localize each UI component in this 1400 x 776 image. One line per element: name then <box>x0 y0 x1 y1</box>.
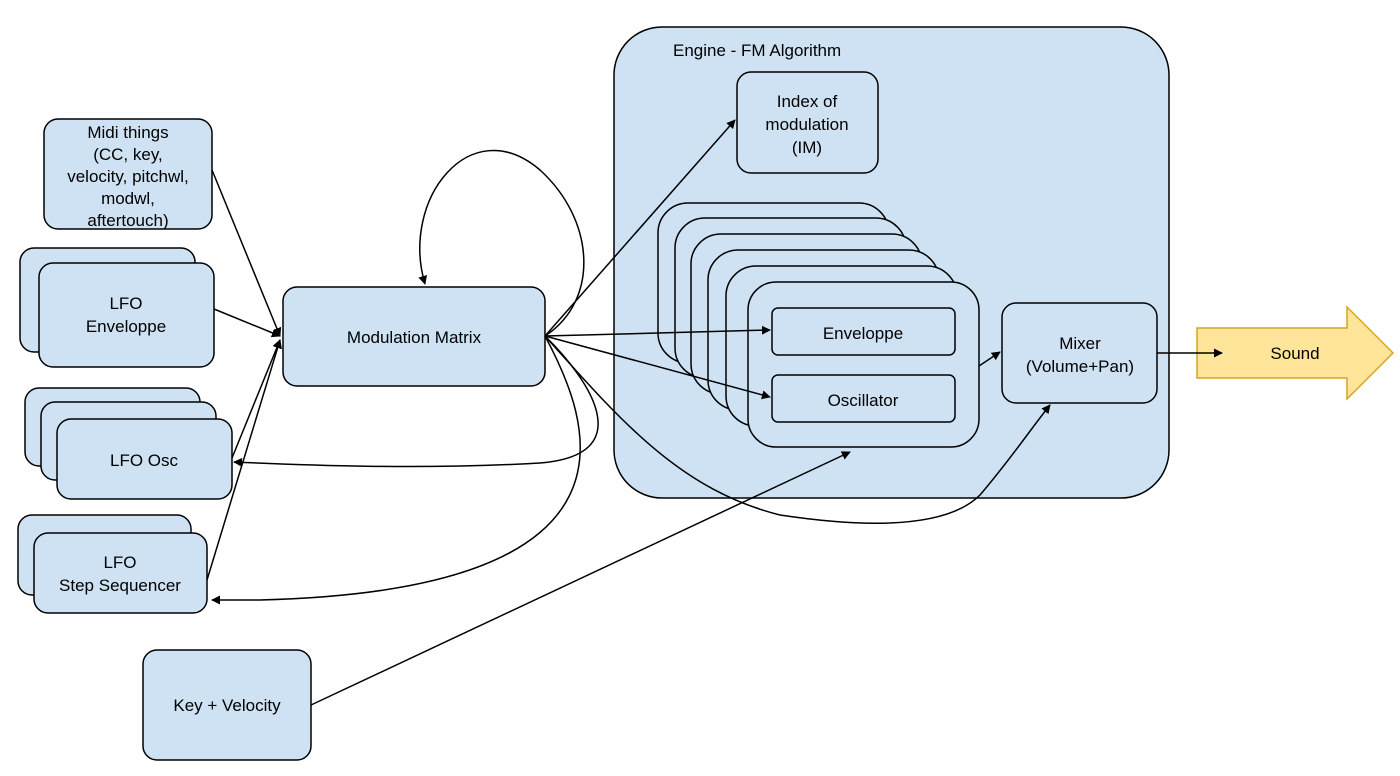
modulation-matrix-node: Modulation Matrix <box>282 286 546 387</box>
mixer-line-1: Mixer <box>1059 334 1101 353</box>
im-line-1: Index of <box>777 92 838 111</box>
edge-operators-to-mixer <box>978 351 1001 367</box>
sound-output-node: Sound <box>1196 305 1395 401</box>
edge-matrix-to-lfo-step <box>211 335 581 605</box>
lfo-osc-label: LFO Osc <box>110 451 179 470</box>
connections <box>206 119 1223 706</box>
midi-things-node: Midi things (CC, key, velocity, pitchwl,… <box>43 118 213 230</box>
im-line-2: modulation <box>765 115 848 134</box>
midi-line-3: velocity, pitchwl, <box>67 167 189 186</box>
lfo-step-line-2: Step Sequencer <box>59 576 181 595</box>
midi-line-4: modwl, <box>101 189 155 208</box>
index-of-modulation-node: Index of modulation (IM) <box>736 71 879 174</box>
key-velocity-label: Key + Velocity <box>173 696 281 715</box>
lfo-step-line-1: LFO <box>103 553 136 572</box>
edge-matrix-to-enveloppe <box>544 325 771 337</box>
im-line-3: (IM) <box>792 138 822 157</box>
edge-lfo-env-to-matrix <box>213 308 281 338</box>
edge-matrix-to-lfo-osc <box>233 335 599 468</box>
edge-matrix-to-index <box>544 119 736 337</box>
lfo-enveloppe-node: LFO Enveloppe <box>19 247 215 368</box>
modulation-matrix-label: Modulation Matrix <box>347 328 482 347</box>
sound-label: Sound <box>1270 344 1319 363</box>
edge-key-velocity-to-operators <box>310 451 851 706</box>
edge-lfo-osc-to-matrix <box>231 339 282 459</box>
lfo-env-line-2: Enveloppe <box>86 317 166 336</box>
mixer-node: Mixer (Volume+Pan) <box>1001 302 1158 404</box>
oscillator-label: Oscillator <box>828 391 899 410</box>
edge-matrix-self-loop <box>418 149 585 337</box>
lfo-env-line-1: LFO <box>109 294 142 313</box>
enveloppe-label: Enveloppe <box>823 324 903 343</box>
midi-line-5: aftertouch) <box>87 211 168 230</box>
midi-line-2: (CC, key, <box>93 145 163 164</box>
engine-title: Engine - FM Algorithm <box>673 41 841 60</box>
lfo-osc-node: LFO Osc <box>24 387 233 500</box>
lfo-step-sequencer-node: LFO Step Sequencer <box>17 514 208 614</box>
edge-matrix-to-mixer <box>544 335 1051 524</box>
edge-midi-to-matrix <box>211 169 282 337</box>
mixer-line-2: (Volume+Pan) <box>1026 357 1134 376</box>
edge-lfo-step-to-matrix <box>206 339 282 581</box>
key-velocity-node: Key + Velocity <box>142 649 312 761</box>
enveloppe-node: Enveloppe <box>771 307 956 356</box>
edge-matrix-to-oscillator <box>544 335 771 400</box>
midi-line-1: Midi things <box>87 123 168 142</box>
oscillator-node: Oscillator <box>771 374 956 423</box>
